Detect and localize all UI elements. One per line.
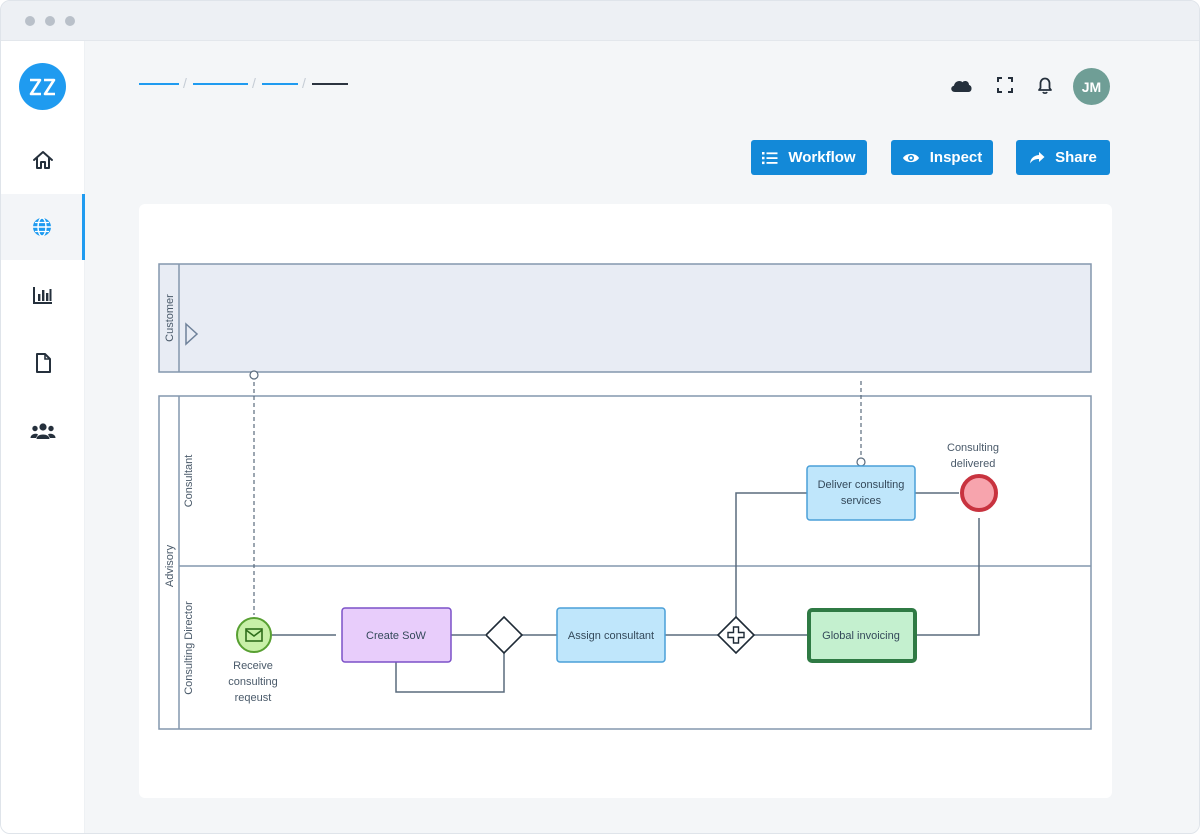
workflow-button[interactable]: Workflow bbox=[751, 140, 867, 175]
inspect-button[interactable]: Inspect bbox=[891, 140, 993, 175]
breadcrumb-item-1[interactable] bbox=[139, 83, 179, 85]
diagram-canvas[interactable]: Customer Advisory Consultant Consulting … bbox=[139, 204, 1112, 798]
director-lane-label: Consulting Director bbox=[183, 601, 195, 695]
end-event[interactable] bbox=[960, 474, 998, 512]
breadcrumb-separator: / bbox=[183, 75, 187, 91]
sequence-flows bbox=[272, 492, 980, 693]
sidebar-item-analytics[interactable] bbox=[1, 262, 85, 328]
breadcrumb-item-3[interactable] bbox=[262, 83, 298, 85]
advisory-pool[interactable] bbox=[158, 395, 1092, 730]
plus-icon bbox=[727, 626, 745, 644]
end-event-label-line-1: Consulting bbox=[947, 442, 999, 454]
breadcrumb-current[interactable] bbox=[312, 83, 348, 85]
sidebar-item-globe[interactable] bbox=[1, 194, 85, 260]
window-close-dot[interactable] bbox=[25, 16, 35, 26]
file-icon bbox=[36, 353, 51, 373]
app-logo[interactable] bbox=[19, 63, 66, 110]
exclusive-gateway[interactable] bbox=[484, 615, 524, 655]
task-deliver-label-line-2: services bbox=[841, 495, 882, 507]
sidebar-item-documents[interactable] bbox=[1, 330, 85, 396]
task-global-invoicing[interactable] bbox=[807, 608, 917, 663]
list-icon bbox=[762, 151, 778, 164]
users-icon bbox=[30, 423, 56, 439]
fullscreen-button[interactable] bbox=[991, 71, 1019, 99]
start-event-label-line-2: consulting bbox=[228, 676, 278, 688]
main-area: / / / JM bbox=[86, 41, 1199, 833]
collapse-triangle-icon[interactable] bbox=[185, 322, 199, 346]
task-assign-consultant[interactable] bbox=[556, 607, 666, 663]
advisory-pool-label: Advisory bbox=[164, 544, 176, 587]
flow-parallel-to-deliver[interactable] bbox=[735, 492, 807, 617]
flow-invoicing-to-end[interactable] bbox=[916, 518, 980, 636]
task-global-invoicing-label: Global invoicing bbox=[822, 630, 900, 642]
notifications-button[interactable] bbox=[1031, 71, 1059, 99]
cloud-button[interactable] bbox=[947, 71, 975, 99]
bell-icon bbox=[1038, 77, 1052, 94]
fullscreen-icon bbox=[997, 77, 1013, 93]
start-event-label-line-1: Receive bbox=[233, 660, 273, 672]
workflow-button-label: Workflow bbox=[788, 149, 856, 166]
window-maximize-dot[interactable] bbox=[65, 16, 75, 26]
share-arrow-icon bbox=[1030, 151, 1045, 163]
task-deliver-label-line-1: Deliver consulting bbox=[818, 479, 905, 491]
sidebar bbox=[1, 41, 85, 833]
home-icon bbox=[33, 151, 53, 169]
logo-mark-icon bbox=[29, 78, 55, 95]
inspect-button-label: Inspect bbox=[929, 149, 983, 166]
avatar[interactable]: JM bbox=[1073, 68, 1110, 105]
task-deliver-consulting[interactable] bbox=[806, 465, 916, 521]
eye-icon bbox=[902, 153, 919, 162]
envelope-icon bbox=[245, 628, 263, 642]
end-event-label-line-2: delivered bbox=[951, 458, 996, 470]
customer-pool[interactable] bbox=[158, 263, 1092, 373]
flow-loop-back[interactable] bbox=[395, 653, 505, 693]
share-button-label: Share bbox=[1055, 149, 1097, 166]
breadcrumb-separator: / bbox=[302, 75, 306, 91]
task-create-sow[interactable] bbox=[341, 607, 452, 663]
message-flow-origin bbox=[249, 370, 259, 380]
title-bar bbox=[1, 1, 1199, 41]
message-flow-origin bbox=[856, 457, 866, 467]
bpmn-diagram: Customer Advisory Consultant Consulting … bbox=[158, 263, 1092, 730]
share-button[interactable]: Share bbox=[1016, 140, 1110, 175]
consultant-lane-label: Consultant bbox=[183, 455, 195, 508]
window-minimize-dot[interactable] bbox=[45, 16, 55, 26]
sidebar-item-home[interactable] bbox=[1, 127, 85, 193]
customer-pool-label: Customer bbox=[164, 294, 176, 342]
breadcrumb-item-2[interactable] bbox=[193, 83, 248, 85]
task-create-sow-label: Create SoW bbox=[366, 630, 427, 642]
bar-chart-icon bbox=[33, 287, 52, 304]
breadcrumb-separator: / bbox=[252, 75, 256, 91]
sidebar-item-team[interactable] bbox=[1, 398, 85, 464]
start-event-label-line-3: reqeust bbox=[235, 692, 272, 704]
task-assign-consultant-label: Assign consultant bbox=[568, 630, 654, 642]
cloud-icon bbox=[951, 80, 972, 92]
globe-icon bbox=[32, 217, 51, 237]
